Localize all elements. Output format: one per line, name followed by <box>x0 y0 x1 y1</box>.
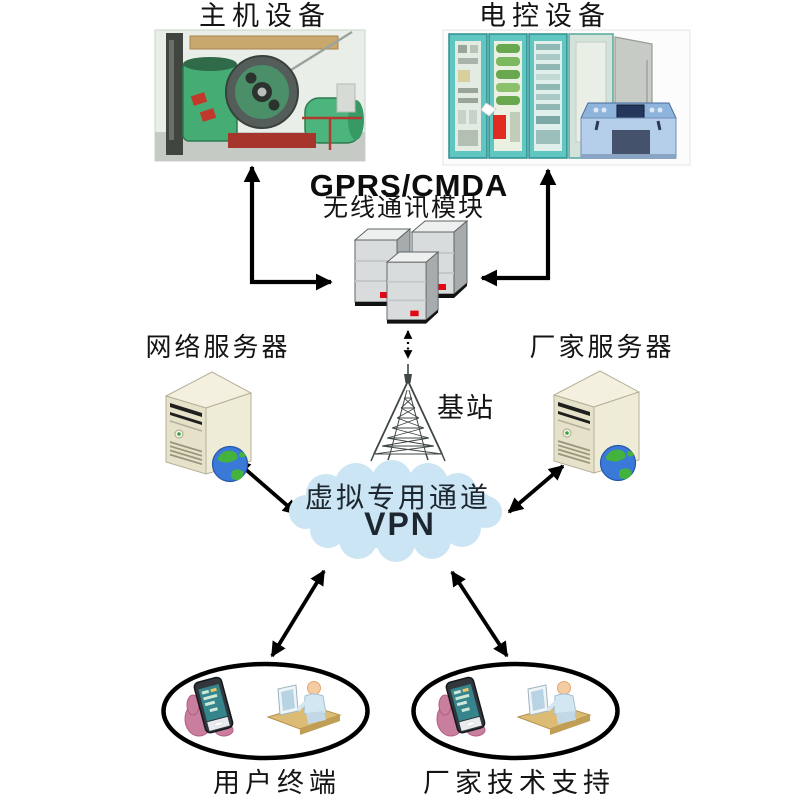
control-equipment-label: 电控设备 <box>479 1 611 31</box>
arrow-vendorserver-to-vpn <box>507 464 565 514</box>
host-equipment-photo <box>154 29 366 162</box>
vendor-server-icon <box>553 370 640 482</box>
network-server-label: 网络服务器 <box>145 333 291 362</box>
vpn-cloud-title: 虚拟专用通道 <box>304 483 492 514</box>
user-terminal-label: 用户终端 <box>213 768 341 798</box>
network-server-icon <box>165 371 252 483</box>
control-equipment-photo <box>442 29 691 166</box>
arrow-host-to-module <box>243 165 333 291</box>
vendor-server-label: 厂家服务器 <box>529 333 675 362</box>
base-station-antenna-icon <box>370 364 446 462</box>
vpn-cloud-subtitle: VPN <box>364 506 436 542</box>
arrow-control-to-module <box>480 168 557 287</box>
vpn-cloud-shape <box>289 460 502 562</box>
wireless-module-title: GPRS/CMDA <box>309 168 509 203</box>
comm-module-icon <box>354 220 468 325</box>
arrow-vpn-to-vendorsupport <box>450 570 509 658</box>
base-station-label: 基站 <box>437 393 495 423</box>
host-equipment-label: 主机设备 <box>199 1 331 31</box>
wireless-module-subtitle: 无线通讯模块 <box>322 195 486 222</box>
control-console <box>580 102 677 159</box>
arrow-vpn-to-userterminal <box>270 569 326 658</box>
vendor-support-label: 厂家技术支持 <box>423 768 615 798</box>
